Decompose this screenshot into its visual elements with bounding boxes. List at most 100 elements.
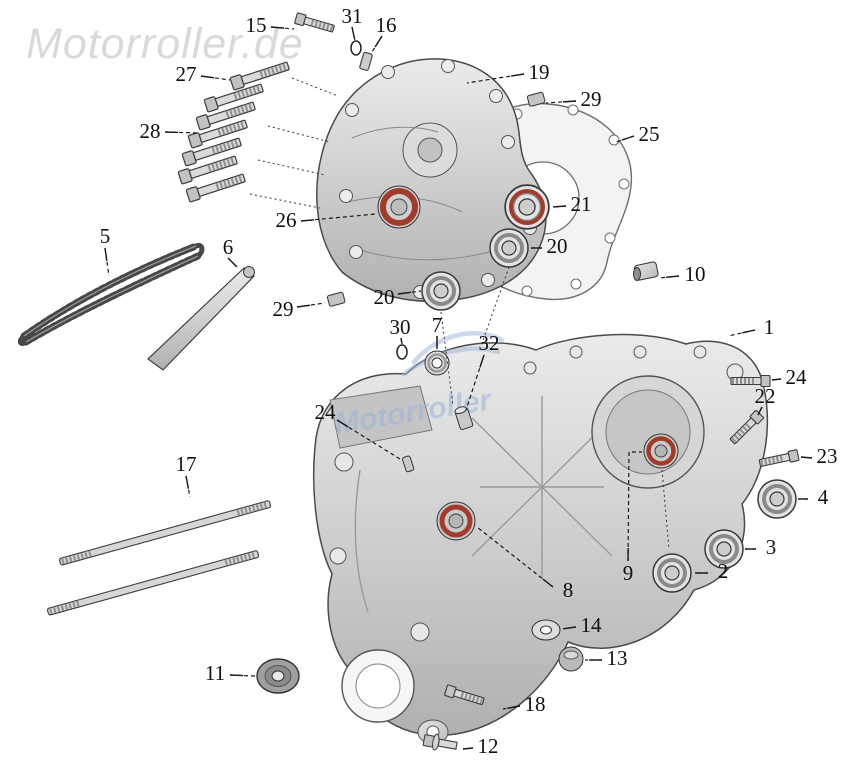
bearing-21 bbox=[505, 185, 549, 229]
part-label-18: 18 bbox=[525, 692, 546, 716]
leader-line-5 bbox=[104, 247, 110, 277]
part-label-9: 9 bbox=[623, 561, 634, 585]
dowel-32 bbox=[454, 406, 474, 431]
leader-line-29b bbox=[296, 302, 326, 308]
leader-tick-14 bbox=[563, 626, 577, 630]
leader-tick-25 bbox=[621, 135, 635, 141]
part-label-20b: 20 bbox=[374, 285, 395, 309]
stud-bolts-17 bbox=[47, 500, 271, 615]
leader-line-26 bbox=[300, 213, 377, 222]
leader-tick-32 bbox=[479, 354, 485, 368]
construction-lines bbox=[249, 77, 670, 550]
leader-tick-15 bbox=[270, 26, 285, 29]
breather-29-top bbox=[526, 91, 546, 107]
leader-tick-8 bbox=[542, 578, 554, 588]
leader-line-29a bbox=[545, 100, 577, 104]
cam-chain bbox=[17, 242, 205, 346]
spacer-10 bbox=[633, 261, 659, 281]
cap-nut-13 bbox=[558, 646, 584, 672]
part-label-19: 19 bbox=[529, 60, 550, 84]
part-label-1: 1 bbox=[764, 315, 775, 339]
part-label-17: 17 bbox=[176, 452, 197, 476]
part-label-20a: 20 bbox=[547, 234, 568, 258]
part-label-29b: 29 bbox=[273, 297, 294, 321]
part-label-7: 7 bbox=[432, 313, 443, 337]
leader-line-28 bbox=[164, 131, 198, 134]
breather-29-left bbox=[326, 291, 346, 307]
part-label-11: 11 bbox=[205, 661, 225, 685]
leader-tick-29a bbox=[562, 100, 577, 103]
part-label-3: 3 bbox=[766, 535, 777, 559]
oil-seal-8 bbox=[436, 501, 476, 541]
part-label-16: 16 bbox=[376, 13, 397, 37]
leader-tick-21 bbox=[552, 205, 567, 208]
leader-tick-30 bbox=[400, 337, 403, 345]
part-label-6: 6 bbox=[223, 235, 234, 259]
part-label-8: 8 bbox=[563, 578, 574, 602]
leader-tick-11 bbox=[229, 674, 244, 677]
part-label-31: 31 bbox=[342, 4, 363, 28]
leader-tick-19 bbox=[511, 73, 525, 77]
chain-guide bbox=[147, 266, 255, 371]
part-label-12: 12 bbox=[478, 734, 499, 758]
part-label-4: 4 bbox=[818, 485, 829, 509]
leader-tick-18 bbox=[507, 705, 521, 709]
washer-14 bbox=[531, 619, 561, 641]
part-label-28: 28 bbox=[140, 119, 161, 143]
part-label-30: 30 bbox=[390, 315, 411, 339]
watermark-swoosh bbox=[411, 331, 505, 365]
part-label-10: 10 bbox=[685, 262, 706, 286]
leader-tick-24b bbox=[336, 419, 349, 428]
upper-crankcase-cover bbox=[316, 58, 547, 303]
part-label-22: 22 bbox=[755, 384, 776, 408]
leader-tick-1 bbox=[742, 329, 756, 334]
part-label-27: 27 bbox=[176, 62, 197, 86]
bolt-12 bbox=[422, 733, 458, 751]
leader-tick-20b bbox=[397, 291, 411, 295]
part-label-32: 32 bbox=[479, 331, 500, 355]
part-label-24a: 24 bbox=[786, 365, 808, 389]
leader-tick-23 bbox=[800, 456, 813, 459]
leader-tick-6 bbox=[227, 257, 238, 268]
part-label-25: 25 bbox=[639, 122, 660, 146]
oring-30 bbox=[396, 344, 408, 360]
part-label-26: 26 bbox=[276, 208, 297, 232]
part-label-2: 2 bbox=[718, 559, 729, 583]
top-watermark: Motorroller.de bbox=[26, 20, 304, 68]
engine-mount-bushing-11 bbox=[256, 658, 300, 694]
leader-line-24b bbox=[336, 419, 401, 460]
leader-tick-29b bbox=[296, 304, 310, 308]
leader-line-27 bbox=[200, 75, 231, 81]
leader-tick-16 bbox=[374, 35, 383, 48]
watermark-swoosh bbox=[401, 346, 501, 377]
part-label-15: 15 bbox=[246, 13, 267, 37]
bearing-4 bbox=[756, 478, 798, 520]
bearing-20-lower bbox=[420, 270, 462, 312]
dowel-24 bbox=[402, 455, 415, 473]
leader-tick-17 bbox=[185, 475, 190, 489]
leader-line-9 bbox=[627, 451, 642, 562]
dowel-16 bbox=[359, 51, 373, 71]
bearing-7 bbox=[424, 350, 450, 376]
oil-seal-26 bbox=[377, 185, 421, 229]
leader-tick-12 bbox=[462, 747, 474, 750]
leader-line-1 bbox=[727, 329, 756, 337]
oil-seal-9 bbox=[643, 433, 679, 469]
washer-31 bbox=[350, 40, 362, 56]
part-label-5: 5 bbox=[100, 224, 111, 248]
leader-tick-10 bbox=[665, 275, 680, 278]
leader-tick-26 bbox=[300, 219, 315, 222]
bolt-set-28 bbox=[178, 82, 264, 203]
part-label-21: 21 bbox=[571, 192, 592, 216]
leader-tick-31 bbox=[351, 26, 356, 40]
bearing-20-upper bbox=[488, 227, 530, 269]
leader-line-8 bbox=[476, 526, 554, 588]
main-crankcase bbox=[312, 333, 769, 745]
part-label-23: 23 bbox=[817, 444, 838, 468]
leader-tick-27 bbox=[200, 75, 214, 79]
part-label-24b: 24 bbox=[315, 400, 337, 424]
part-label-14: 14 bbox=[581, 613, 603, 637]
part-label-13: 13 bbox=[607, 646, 628, 670]
bearing-2 bbox=[651, 552, 693, 594]
